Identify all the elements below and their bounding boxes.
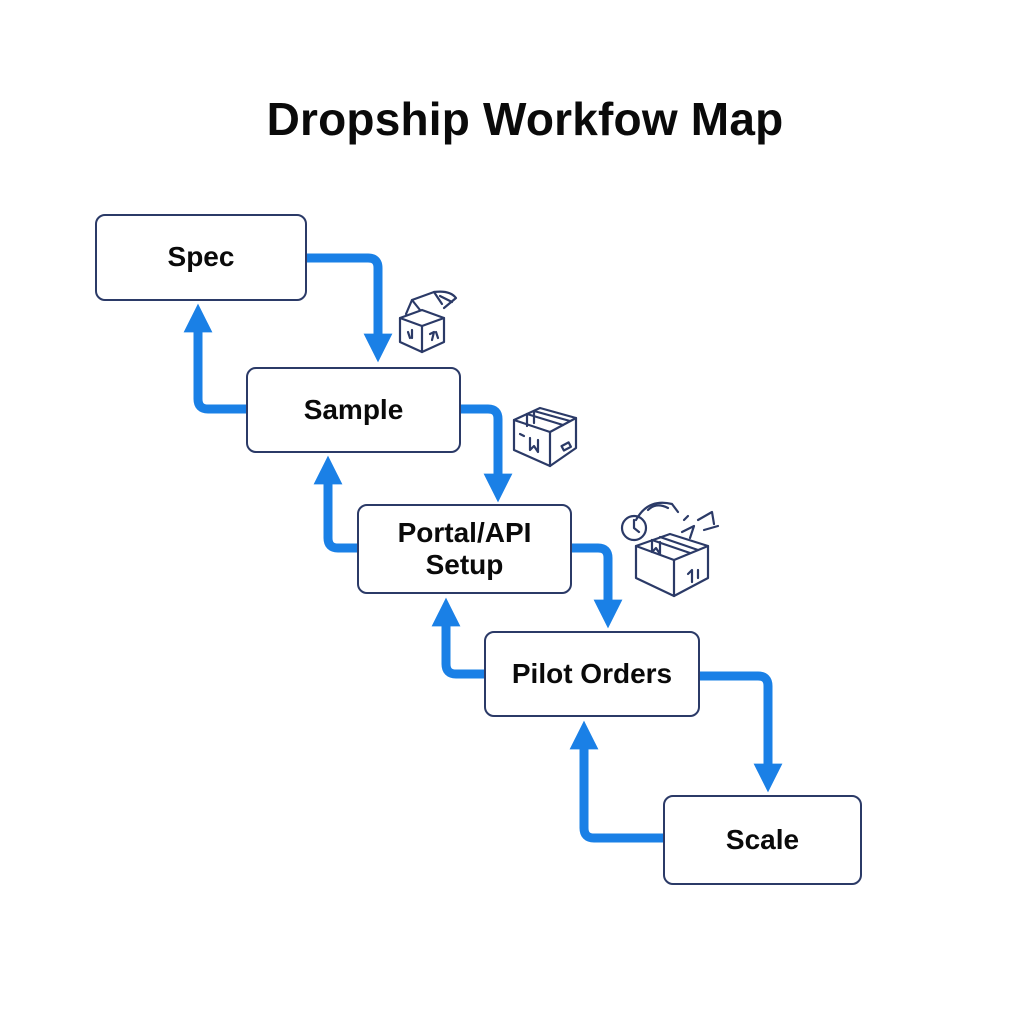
arrow-sample-back-to-spec — [183, 303, 247, 414]
step-portal-api-setup: Portal/API Setup — [357, 504, 572, 594]
arrow-spec-to-sample — [306, 253, 393, 363]
diagram-title: Dropship Workfow Map — [266, 93, 784, 145]
arrow-portal-to-pilot — [572, 543, 623, 629]
package-box-icon — [512, 406, 578, 468]
step-sample: Sample — [246, 367, 461, 453]
step-scale: Scale — [663, 795, 862, 885]
open-box-icon — [398, 290, 458, 354]
arrow-portal-back-to-sample — [313, 455, 358, 553]
step-pilot-orders: Pilot Orders — [484, 631, 700, 717]
arrow-pilot-to-scale — [699, 671, 783, 793]
gift-box-clock-icon — [620, 501, 720, 598]
arrow-sample-to-portal — [461, 404, 513, 503]
arrow-pilot-back-to-portal — [431, 597, 484, 679]
arrow-scale-back-to-pilot — [569, 720, 663, 843]
step-spec: Spec — [95, 214, 307, 301]
